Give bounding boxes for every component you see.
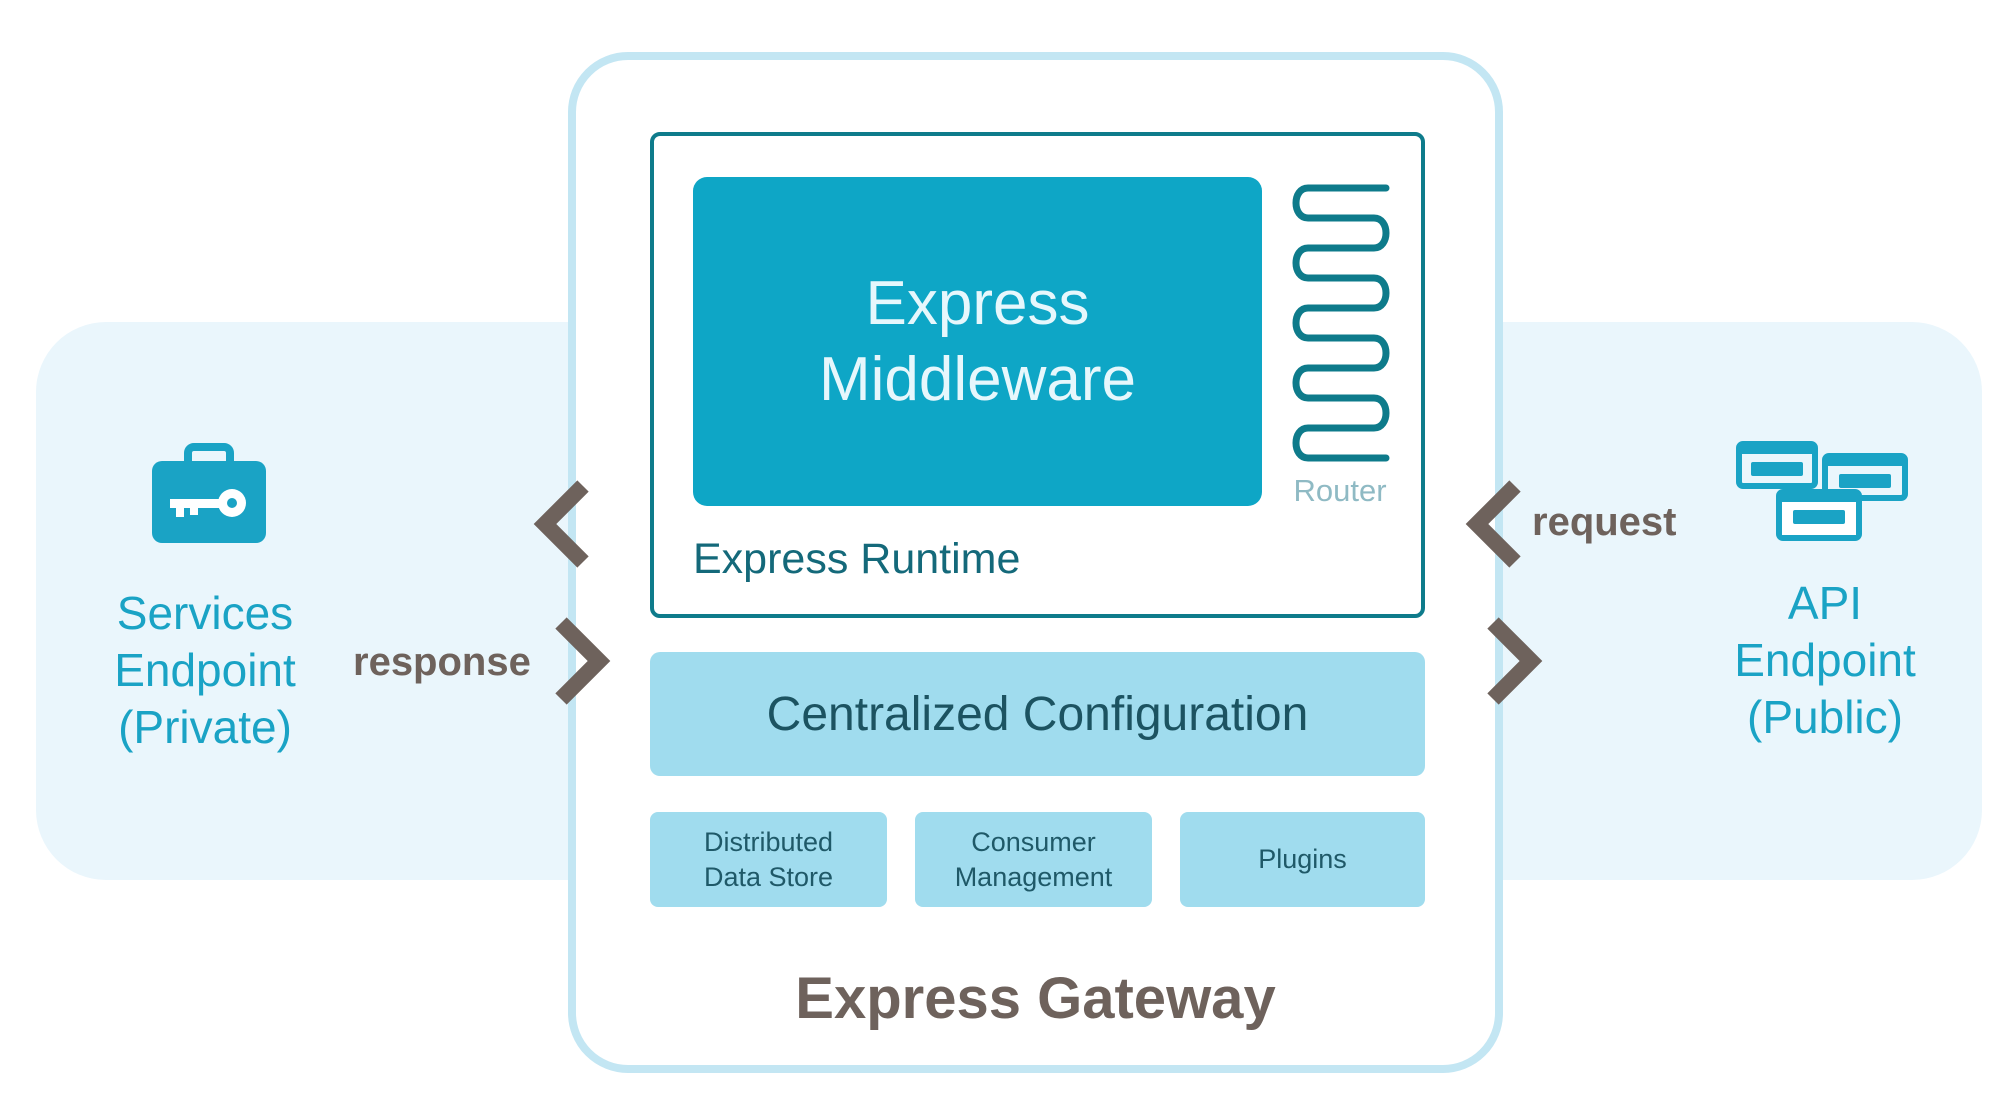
briefcase-key-icon	[152, 443, 266, 543]
module-consumer-line-1: Consumer	[971, 826, 1096, 857]
chevron-right-icon	[1487, 617, 1543, 705]
central-config-box: Centralized Configuration	[650, 652, 1425, 776]
middleware-label-line-2: Middleware	[818, 344, 1137, 414]
chevron-left-icon	[1465, 480, 1521, 568]
module-plugins: Plugins	[1180, 812, 1425, 907]
module-plugins-line-1: Plugins	[1258, 844, 1347, 874]
api-endpoint-label: API Endpoint (Public)	[1710, 575, 1940, 746]
api-endpoint-line-3: (Public)	[1747, 691, 1903, 743]
middleware-box: Express Middleware	[693, 177, 1262, 506]
router-label: Router	[1293, 473, 1387, 508]
api-endpoint-line-2: Endpoint	[1734, 634, 1916, 686]
module-data-store-line-1: Distributed	[703, 826, 834, 857]
router-coil-icon	[1292, 184, 1390, 462]
chevron-right-icon	[555, 617, 611, 705]
www-windows-icon	[1736, 441, 1908, 541]
middleware-label-line-1: Express	[865, 268, 1090, 338]
chevron-left-icon	[533, 480, 589, 568]
request-label: request	[1532, 500, 1677, 544]
runtime-label: Express Runtime	[693, 535, 1021, 583]
module-data-store-line-2: Data Store	[703, 861, 834, 892]
services-endpoint-label: Services Endpoint (Private)	[90, 585, 320, 756]
response-label: response	[353, 640, 531, 684]
module-consumer-line-2: Management	[954, 861, 1113, 892]
api-endpoint-line-1: API	[1787, 577, 1863, 629]
services-endpoint-line-2: Endpoint	[114, 644, 296, 696]
module-data-store: Distributed Data Store	[650, 812, 887, 907]
services-endpoint-line-3: (Private)	[118, 701, 292, 753]
module-consumer-management: Consumer Management	[915, 812, 1152, 907]
services-endpoint-line-1: Services	[116, 587, 294, 639]
gateway-title: Express Gateway	[795, 966, 1276, 1031]
